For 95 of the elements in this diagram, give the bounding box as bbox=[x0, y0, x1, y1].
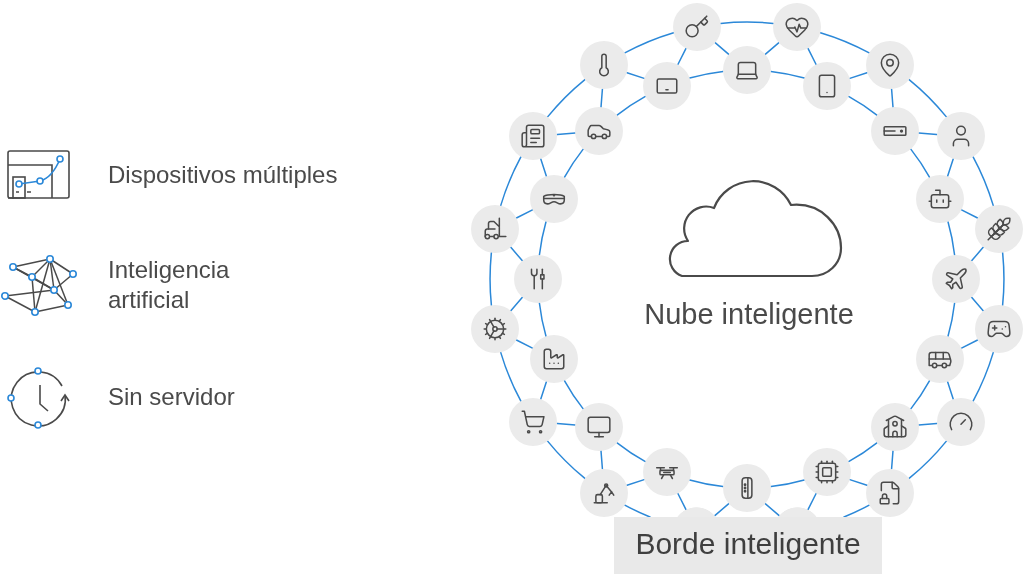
connector-line bbox=[908, 78, 948, 118]
connector-line bbox=[843, 504, 870, 518]
connector-line bbox=[546, 78, 586, 118]
device-circle bbox=[802, 61, 851, 110]
connector-line bbox=[807, 492, 817, 511]
connector-line bbox=[807, 47, 817, 66]
connector-line bbox=[688, 479, 724, 488]
device-circle bbox=[865, 468, 914, 517]
connector-line bbox=[908, 440, 948, 480]
connector-line bbox=[600, 449, 604, 470]
connector-line bbox=[849, 72, 868, 80]
connector-line bbox=[890, 449, 894, 470]
connector-line bbox=[770, 70, 806, 79]
device-circle bbox=[509, 397, 558, 446]
connector-line bbox=[714, 502, 730, 517]
connector-line bbox=[946, 381, 954, 400]
connector-line bbox=[947, 302, 956, 338]
connector-line bbox=[688, 70, 724, 79]
connector-line bbox=[616, 442, 647, 463]
device-circle bbox=[975, 204, 1024, 253]
connector-line bbox=[890, 88, 894, 109]
connector-line bbox=[499, 156, 522, 207]
feature-label: Dispositivos múltiples bbox=[108, 160, 338, 189]
connector-line bbox=[970, 296, 985, 312]
device-circle bbox=[932, 255, 980, 303]
device-circle bbox=[723, 46, 771, 94]
connector-line bbox=[910, 379, 931, 410]
connector-line bbox=[847, 95, 878, 116]
connector-line bbox=[849, 478, 868, 486]
connector-line bbox=[515, 339, 534, 349]
connector-line bbox=[546, 440, 586, 480]
device-circle bbox=[802, 448, 851, 497]
connector-line bbox=[946, 158, 954, 177]
connector-line bbox=[764, 41, 780, 56]
connector-line bbox=[960, 339, 979, 349]
device-circle bbox=[936, 112, 985, 161]
connector-line bbox=[960, 209, 979, 219]
feature-label: Sin servidor bbox=[108, 382, 235, 411]
connector-line bbox=[624, 31, 675, 54]
connector-line bbox=[947, 220, 956, 256]
connector-line bbox=[600, 88, 604, 109]
connector-line bbox=[538, 302, 547, 338]
device-circle bbox=[529, 334, 578, 383]
connector-line bbox=[515, 209, 534, 219]
connector-line bbox=[677, 47, 687, 66]
connector-line bbox=[917, 132, 938, 136]
device-circle bbox=[575, 402, 624, 451]
connector-line bbox=[509, 296, 524, 312]
device-circle bbox=[723, 464, 771, 512]
connector-line bbox=[677, 492, 687, 511]
connector-line bbox=[563, 379, 584, 410]
connector-line bbox=[624, 504, 651, 518]
connector-line bbox=[499, 351, 522, 402]
connector-line bbox=[972, 351, 995, 402]
connector-line bbox=[714, 41, 730, 56]
connector-line bbox=[489, 251, 493, 307]
connector-line bbox=[540, 381, 548, 400]
band-title: Borde inteligente bbox=[635, 527, 861, 560]
connector-line bbox=[972, 156, 995, 207]
device-circle bbox=[575, 107, 624, 156]
connector-line bbox=[540, 158, 548, 177]
device-circle bbox=[916, 334, 965, 383]
connector-line bbox=[910, 148, 931, 179]
device-circle bbox=[509, 112, 558, 161]
connector-line bbox=[970, 246, 985, 262]
connector-line bbox=[563, 148, 584, 179]
device-circle bbox=[975, 305, 1024, 354]
device-circle bbox=[643, 61, 691, 110]
connector-line bbox=[764, 502, 780, 517]
device-circle bbox=[916, 175, 965, 223]
connector-line bbox=[616, 95, 647, 116]
device-circle bbox=[529, 175, 578, 223]
connector-line bbox=[556, 422, 577, 426]
device-circle bbox=[865, 41, 914, 90]
connector-line bbox=[719, 21, 775, 25]
connector-line bbox=[847, 442, 878, 463]
connector-line bbox=[538, 220, 547, 256]
connector-line bbox=[556, 132, 577, 136]
connector-line bbox=[626, 478, 645, 486]
device-circle bbox=[643, 448, 691, 497]
device-circle bbox=[870, 107, 919, 156]
label-band bbox=[614, 517, 882, 574]
feature-label: Inteligencia artificial bbox=[108, 255, 230, 315]
connector-line bbox=[819, 31, 870, 54]
connector-line bbox=[917, 422, 938, 426]
connector-line bbox=[1001, 251, 1005, 307]
connector-line bbox=[509, 246, 524, 262]
connector-line bbox=[770, 479, 806, 488]
device-circle bbox=[514, 255, 562, 303]
device-circle bbox=[580, 41, 629, 90]
cloud-caption: Nube inteligente bbox=[644, 298, 854, 331]
device-circle bbox=[580, 468, 629, 517]
device-circle bbox=[936, 397, 985, 446]
device-circle bbox=[870, 402, 919, 451]
connector-line bbox=[626, 72, 645, 80]
